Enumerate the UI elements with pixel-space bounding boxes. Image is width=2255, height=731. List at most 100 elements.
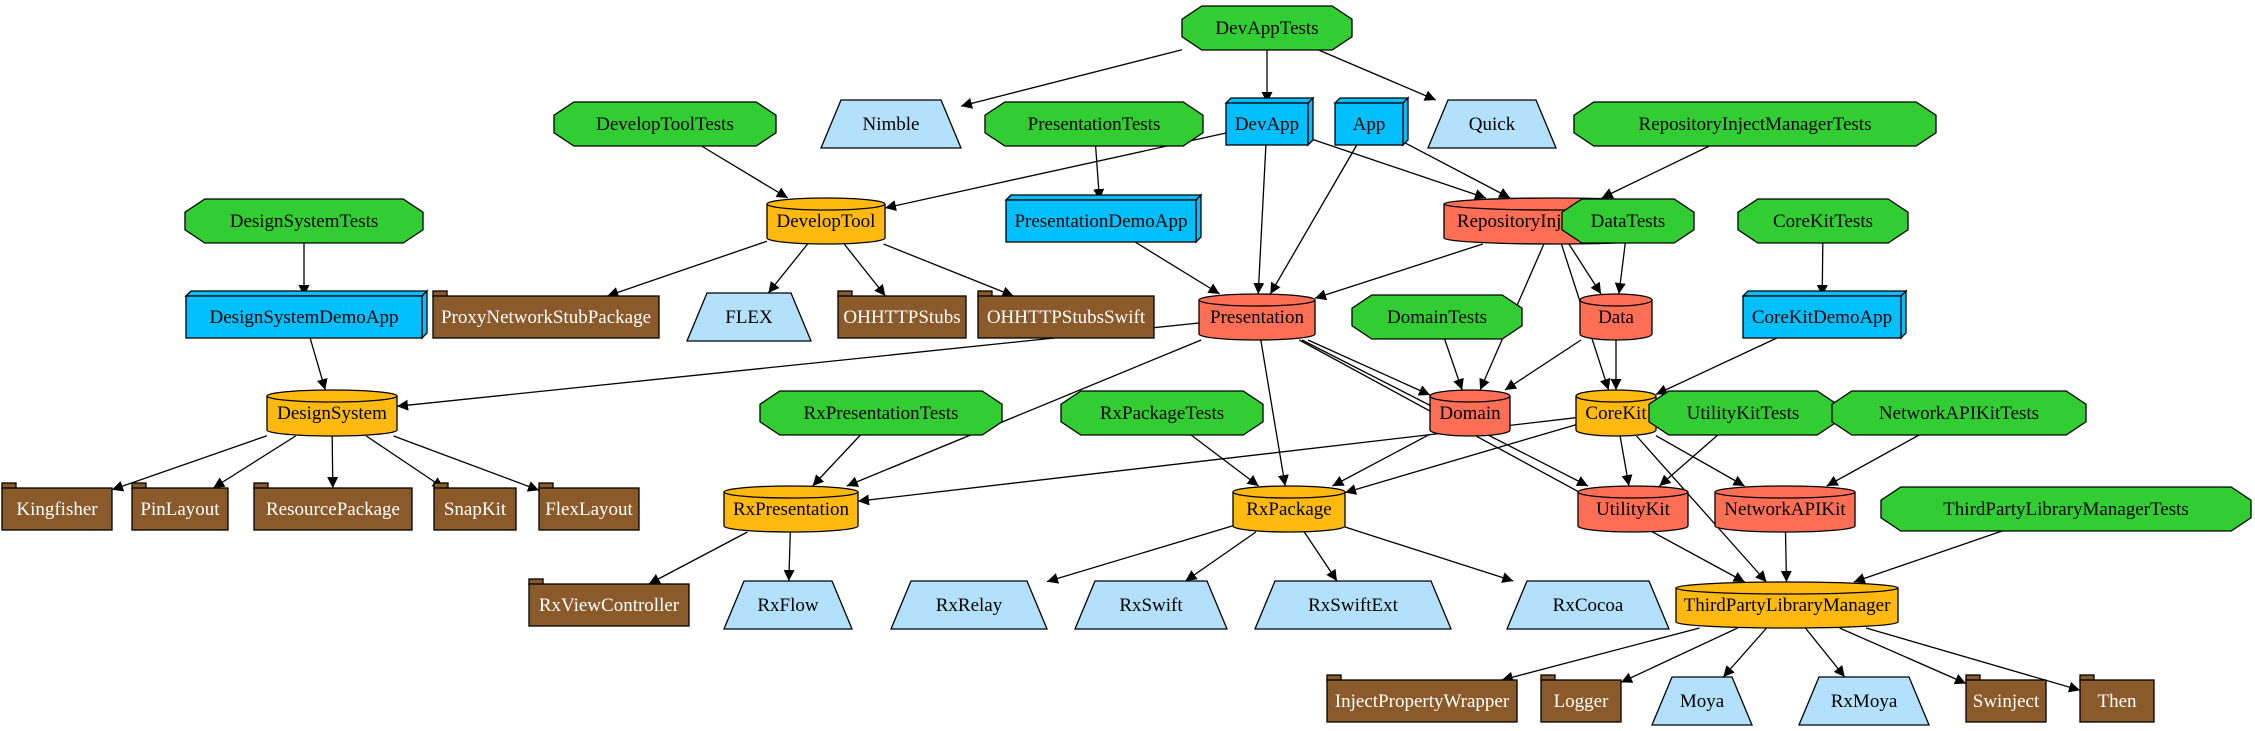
node-DevAppTests[interactable]: DevAppTests — [1181, 5, 1353, 51]
node-DesignSystem[interactable]: DesignSystem — [266, 389, 398, 437]
node-RxPackage[interactable]: RxPackage — [1232, 485, 1346, 533]
edge-Presentation-to-RxPackage — [1260, 339, 1289, 487]
node-RepositoryInjectManagerTests[interactable]: RepositoryInjectManagerTests — [1573, 101, 1937, 147]
node-DevApp[interactable]: DevApp — [1224, 96, 1315, 147]
edge-CoreKitTests-to-CoreKitDemoApp — [1816, 242, 1828, 297]
node-RxPackageTests[interactable]: RxPackageTests — [1060, 390, 1264, 436]
node-DevelopTool[interactable]: DevelopTool — [766, 197, 886, 245]
node-label: CoreKit — [1585, 403, 1647, 424]
node-SnapKit[interactable]: SnapKit — [433, 482, 517, 531]
node-RxCocoa[interactable]: RxCocoa — [1506, 580, 1670, 630]
node-UtilityKitTests[interactable]: UtilityKitTests — [1648, 390, 1838, 436]
node-RxViewController[interactable]: RxViewController — [528, 578, 690, 627]
edge-PresentationDemoApp-to-Presentation — [1134, 241, 1220, 295]
node-Presentation[interactable]: Presentation — [1198, 293, 1316, 341]
octagon-shape — [1060, 390, 1264, 436]
node-RxPresentationTests[interactable]: RxPresentationTests — [759, 390, 1003, 436]
box3d-shape — [1224, 96, 1315, 147]
node-label: App — [1353, 114, 1386, 135]
trapezium-shape — [1254, 580, 1452, 630]
node-ThirdPartyLibraryManagerTests[interactable]: ThirdPartyLibraryManagerTests — [1880, 486, 2252, 532]
node-label: PinLayout — [140, 499, 220, 520]
node-label: OHHTTPStubsSwift — [987, 307, 1146, 328]
octagon-shape — [553, 101, 777, 147]
node-OHHTTPStubs[interactable]: OHHTTPStubs — [837, 290, 967, 339]
node-ResourcePackage[interactable]: ResourcePackage — [253, 482, 413, 531]
node-label: UtilityKitTests — [1687, 403, 1800, 424]
folder-shape — [253, 482, 413, 531]
trapezium-shape — [1651, 676, 1753, 726]
node-Nimble[interactable]: Nimble — [820, 99, 962, 149]
node-DataTests[interactable]: DataTests — [1561, 198, 1695, 244]
node-PresentationTests[interactable]: PresentationTests — [984, 101, 1204, 147]
octagon-shape — [1573, 101, 1937, 147]
node-Kingfisher[interactable]: Kingfisher — [1, 482, 113, 531]
node-PresentationDemoApp[interactable]: PresentationDemoApp — [1004, 193, 1203, 244]
node-Swinject[interactable]: Swinject — [1965, 674, 2047, 723]
node-ProxyNetworkStubPackage[interactable]: ProxyNetworkStubPackage — [432, 290, 660, 339]
octagon-shape — [1737, 198, 1909, 244]
node-CoreKit[interactable]: CoreKit — [1575, 389, 1657, 437]
node-InjectPropertyWrapper[interactable]: InjectPropertyWrapper — [1326, 674, 1518, 723]
node-NetworkAPIKit[interactable]: NetworkAPIKit — [1714, 485, 1856, 533]
node-DesignSystemDemoApp[interactable]: DesignSystemDemoApp — [184, 289, 429, 340]
edge-DesignSystem-to-Kingfisher — [111, 435, 268, 492]
node-label: DesignSystemDemoApp — [210, 307, 399, 328]
node-DevelopToolTests[interactable]: DevelopToolTests — [553, 101, 777, 147]
node-RxPresentation[interactable]: RxPresentation — [723, 485, 859, 533]
node-RxRelay[interactable]: RxRelay — [890, 580, 1048, 630]
edge-DesignSystem-to-SnapKit — [365, 435, 445, 489]
edge-ThirdPartyLibraryManager-to-Moya — [1722, 627, 1768, 678]
node-Domain[interactable]: Domain — [1429, 389, 1511, 437]
node-Quick[interactable]: Quick — [1427, 99, 1557, 149]
node-Data[interactable]: Data — [1579, 293, 1653, 341]
node-ThirdPartyLibraryManager[interactable]: ThirdPartyLibraryManager — [1675, 581, 1899, 629]
node-label: DevAppTests — [1215, 18, 1318, 39]
cylinder-shape — [1198, 293, 1316, 341]
node-Moya[interactable]: Moya — [1651, 676, 1753, 726]
node-NetworkAPIKitTests[interactable]: NetworkAPIKitTests — [1831, 390, 2087, 436]
octagon-shape — [1561, 198, 1695, 244]
node-RxSwift[interactable]: RxSwift — [1074, 580, 1228, 630]
node-RxMoya[interactable]: RxMoya — [1798, 676, 1930, 726]
node-label: Quick — [1469, 114, 1516, 135]
edge-NetworkAPIKit-to-ThirdPartyLibraryManager — [1780, 531, 1792, 583]
node-DesignSystemTests[interactable]: DesignSystemTests — [184, 198, 424, 244]
node-FLEX[interactable]: FLEX — [686, 292, 812, 342]
edge-RxPackage-to-RxSwiftExt — [1303, 531, 1338, 582]
node-Then[interactable]: Then — [2079, 674, 2155, 723]
node-RxSwiftExt[interactable]: RxSwiftExt — [1254, 580, 1452, 630]
box3d-shape — [184, 289, 429, 340]
node-CoreKitDemoApp[interactable]: CoreKitDemoApp — [1741, 289, 1908, 340]
edge-Presentation-to-ThirdPartyLibraryManager — [1298, 339, 1746, 583]
node-UtilityKit[interactable]: UtilityKit — [1577, 485, 1689, 533]
edge-CoreKitDemoApp-to-CoreKit — [1655, 337, 1778, 395]
node-App[interactable]: App — [1333, 96, 1410, 147]
node-label: SnapKit — [444, 499, 507, 520]
node-PinLayout[interactable]: PinLayout — [131, 482, 229, 531]
node-FlexLayout[interactable]: FlexLayout — [538, 482, 640, 531]
node-label: RxPackageTests — [1100, 403, 1224, 424]
node-CoreKitTests[interactable]: CoreKitTests — [1737, 198, 1909, 244]
octagon-shape — [1880, 486, 2252, 532]
folder-shape — [1326, 674, 1518, 723]
edge-RxPackage-to-RxCocoa — [1344, 526, 1514, 583]
edge-DevelopTool-to-FLEX — [767, 243, 809, 294]
node-label: Swinject — [1973, 691, 2040, 712]
trapezium-shape — [1074, 580, 1228, 630]
node-Logger[interactable]: Logger — [1540, 674, 1622, 723]
cylinder-shape — [1429, 389, 1511, 437]
edge-DomainTests-to-Domain — [1443, 338, 1464, 391]
node-DomainTests[interactable]: DomainTests — [1351, 294, 1523, 340]
node-label: RxSwiftExt — [1308, 595, 1398, 616]
edge-ThirdPartyLibraryManager-to-InjectPropertyWrapper — [1501, 627, 1700, 683]
node-OHHTTPStubsSwift[interactable]: OHHTTPStubsSwift — [977, 290, 1155, 339]
node-label: ThirdPartyLibraryManagerTests — [1943, 499, 2189, 520]
folder-shape — [1, 482, 113, 531]
node-label: DevelopTool — [777, 211, 876, 232]
node-label: DomainTests — [1387, 307, 1487, 328]
node-RxFlow[interactable]: RxFlow — [723, 580, 853, 630]
octagon-shape — [984, 101, 1204, 147]
